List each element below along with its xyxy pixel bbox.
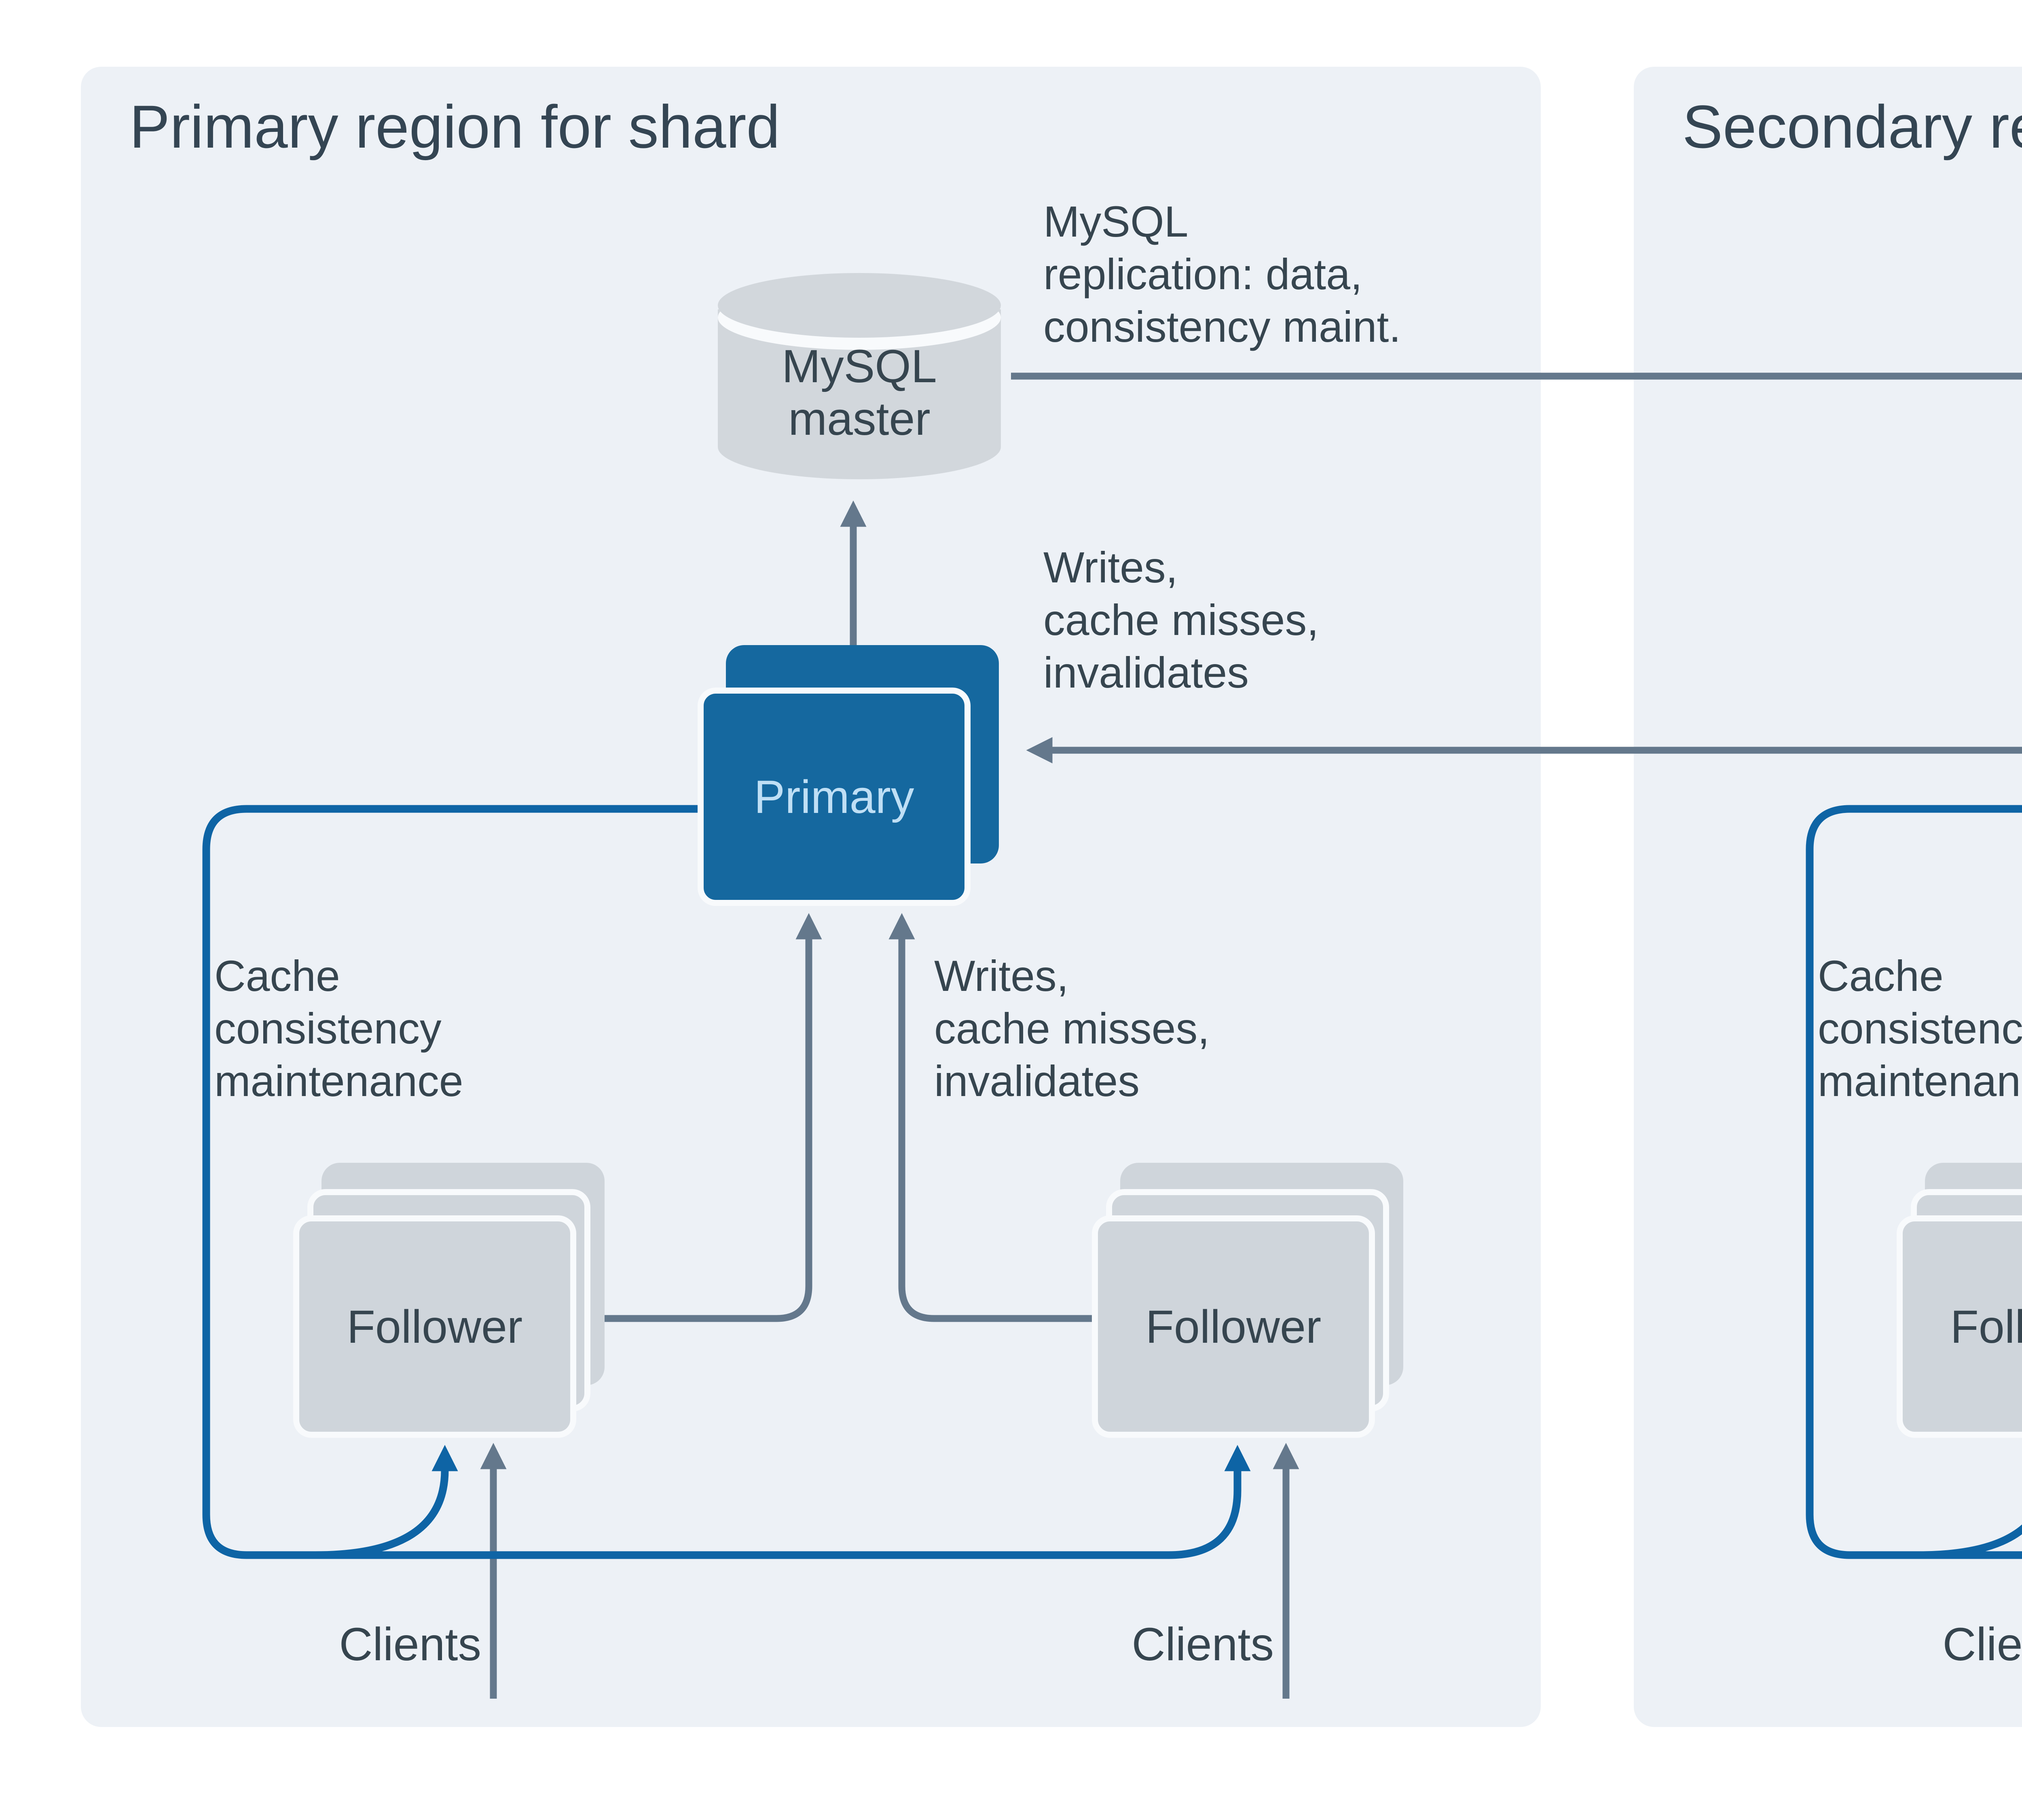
primary-cache-label: Primary	[754, 769, 914, 822]
replication-note: MySQL replication: data, consistency mai…	[1043, 198, 1401, 352]
clients1-label: Clients	[339, 1618, 481, 1670]
clients3-label: Clients	[1942, 1618, 2022, 1670]
writes-from-followers-note-left: Writes, cache misses, invalidates	[934, 952, 1210, 1106]
follower1-label: Follower	[347, 1299, 523, 1352]
database-cylinder-icon	[718, 273, 1001, 479]
cache-consistency-note-left: Cache consistency maintenance	[214, 952, 463, 1106]
secondary-region-title: Secondary region for shard	[1682, 95, 2022, 162]
mysql-master-node: MySQL master	[712, 271, 1007, 485]
mysql-master-label: MySQL master	[782, 340, 937, 445]
follower2-label: Follower	[1145, 1299, 1322, 1352]
follower3-label: Follower	[1950, 1299, 2022, 1352]
follower2-front-layer: Follower	[1092, 1215, 1375, 1438]
primary-region-title: Primary region for shard	[129, 95, 780, 162]
clients2-label: Clients	[1132, 1618, 1274, 1670]
primary-front-layer: Primary	[698, 688, 971, 906]
cache-consistency-note-right: Cache consistency maintenance	[1818, 952, 2022, 1106]
follower1-front-layer: Follower	[293, 1215, 576, 1438]
secondary-region-panel	[1634, 67, 2022, 1727]
writes-to-master-note: Writes, cache misses, invalidates	[1043, 544, 1319, 698]
follower3-front-layer: Follower	[1897, 1215, 2022, 1438]
